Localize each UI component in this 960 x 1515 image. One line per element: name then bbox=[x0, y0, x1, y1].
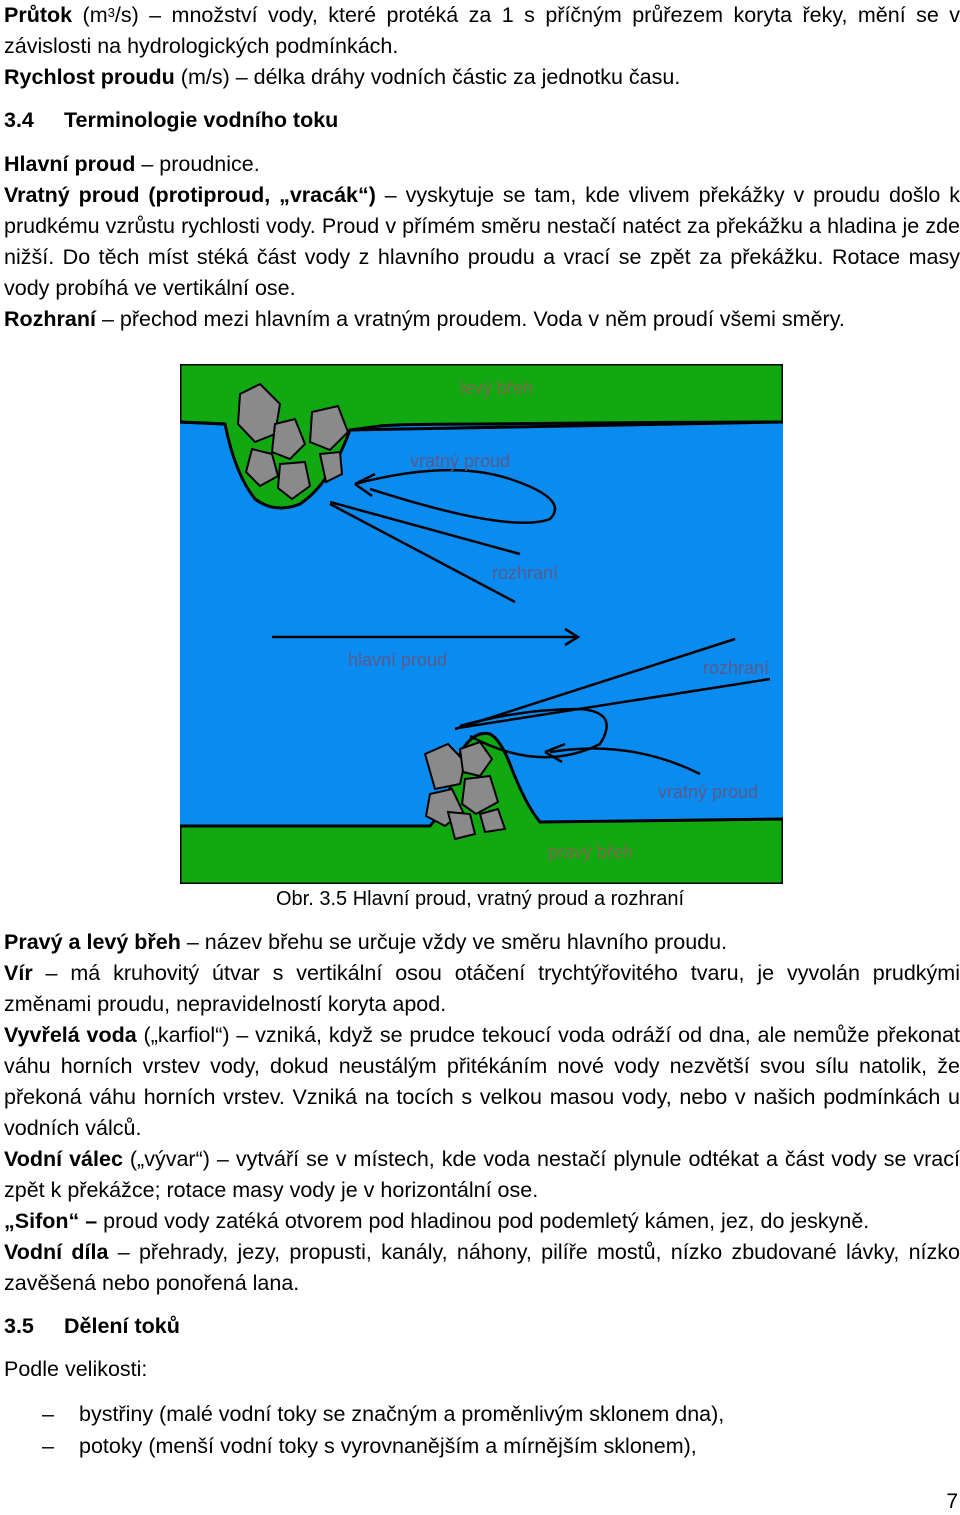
bullet-dash: – bbox=[42, 1402, 54, 1426]
prutok-text: – množství vody, které protéká za 1 s př… bbox=[4, 3, 960, 58]
main-current-arrow bbox=[272, 627, 581, 647]
prutok-paragraph: Průtok (m3/s) – množství vody, které pro… bbox=[4, 0, 960, 62]
prutok-unit-sup: 3 bbox=[107, 5, 115, 20]
sifon-paragraph: „Sifon“ – proud vody zatéká otvorem pod … bbox=[4, 1206, 960, 1237]
interface-line-top-1 bbox=[329, 500, 521, 556]
hlavni-proud-text: – proudnice. bbox=[135, 152, 260, 176]
pravy-levy-breh-paragraph: Pravý a levý břeh – název břehu se určuj… bbox=[4, 927, 960, 958]
terms-block-1: Hlavní proud – proudnice. Vratný proud (… bbox=[4, 149, 960, 335]
vyvrela-voda-paragraph: Vyvřelá voda („karfiol“) – vzniká, když … bbox=[4, 1020, 960, 1144]
interface-line-top-2 bbox=[329, 502, 516, 604]
vratny-proud-text: – vyskytuje se tam, kde vlivem překážky … bbox=[4, 183, 960, 300]
vir-text: – má kruhovitý útvar s vertikální osou o… bbox=[4, 961, 960, 1016]
list-item: – bystřiny (malé vodní toky se značným a … bbox=[4, 1398, 960, 1430]
vodni-valec-term: Vodní válec bbox=[4, 1147, 123, 1171]
terms-block-2: Pravý a levý břeh – název břehu se určuj… bbox=[4, 927, 960, 1299]
size-list: – bystřiny (malé vodní toky se značným a … bbox=[4, 1398, 960, 1462]
vodni-dila-paragraph: Vodní díla – přehrady, jezy, propusti, k… bbox=[4, 1237, 960, 1299]
vodni-dila-term: Vodní díla bbox=[4, 1240, 109, 1264]
label-rozhrani-top: rozhraní bbox=[492, 563, 558, 583]
prutok-unit-post: /s) bbox=[114, 3, 139, 27]
section-number-3-5: 3.5 bbox=[4, 1314, 34, 1338]
rozhrani-term: Rozhraní bbox=[4, 307, 96, 331]
page-number: 7 bbox=[946, 1490, 958, 1513]
sifon-text: proud vody zatéká otvorem pod hladinou p… bbox=[97, 1209, 870, 1233]
return-current-bottom-arrow bbox=[544, 742, 701, 776]
label-rozhrani-bottom: rozhraní bbox=[703, 658, 769, 678]
label-levy-breh: levý břeh bbox=[460, 378, 533, 398]
river-flow-diagram: levý břeh vratný proud rozhraní hlavní p… bbox=[180, 364, 783, 884]
hlavni-proud-paragraph: Hlavní proud – proudnice. bbox=[4, 149, 960, 180]
vodni-dila-text: – přehrady, jezy, propusti, kanály, náho… bbox=[4, 1240, 960, 1295]
rocks-top bbox=[236, 382, 350, 501]
label-pravy-breh: pravý břeh bbox=[548, 842, 633, 862]
interface-line-bottom-2 bbox=[457, 677, 771, 730]
label-vratny-proud-top: vratný proud bbox=[410, 451, 510, 471]
interface-line-bottom-1 bbox=[454, 637, 736, 731]
prutok-term: Průtok bbox=[4, 3, 73, 27]
pravy-levy-breh-term: Pravý a levý břeh bbox=[4, 930, 181, 954]
vyvrela-voda-text: („karfiol“) – vzniká, když se prudce tek… bbox=[4, 1023, 960, 1140]
size-intro: Podle velikosti: bbox=[4, 1357, 148, 1381]
hlavni-proud-term: Hlavní proud bbox=[4, 152, 136, 176]
section-heading-3-4: 3.4 Terminologie vodního toku bbox=[4, 105, 338, 136]
vratny-proud-paragraph: Vratný proud (protiproud, „vracák“) – vy… bbox=[4, 180, 960, 304]
pravy-levy-breh-text: – název břehu se určuje vždy ve směru hl… bbox=[180, 930, 728, 954]
rozhrani-paragraph: Rozhraní – přechod mezi hlavním a vratný… bbox=[4, 304, 960, 335]
return-current-bottom bbox=[459, 707, 608, 759]
rychlost-term: Rychlost proudu bbox=[4, 65, 175, 89]
list-item-text: potoky (menší vodní toky s vyrovnanějším… bbox=[79, 1434, 697, 1458]
rychlost-text: (m/s) – délka dráhy vodních částic za je… bbox=[174, 65, 681, 89]
vratny-proud-term: Vratný proud (protiproud, „vracák“) bbox=[4, 183, 376, 207]
list-item: – potoky (menší vodní toky s vyrovnanější… bbox=[4, 1430, 960, 1462]
list-item-text: bystřiny (malé vodní toky se značným a p… bbox=[79, 1402, 725, 1426]
vir-term: Vír bbox=[4, 961, 33, 985]
vir-paragraph: Vír – má kruhovitý útvar s vertikální os… bbox=[4, 958, 960, 1020]
sifon-term: „Sifon“ – bbox=[4, 1209, 98, 1233]
section-title: Terminologie vodního toku bbox=[64, 108, 339, 132]
prutok-unit: (m bbox=[72, 3, 108, 27]
section-heading-3-5: 3.5 Dělení toků bbox=[4, 1311, 180, 1342]
rychlost-paragraph: Rychlost proudu (m/s) – délka dráhy vodn… bbox=[4, 62, 960, 93]
label-vratny-proud-bottom: vratný proud bbox=[658, 782, 758, 802]
section-number: 3.4 bbox=[4, 108, 34, 132]
bullet-dash: – bbox=[42, 1434, 54, 1458]
vyvrela-voda-term: Vyvřelá voda bbox=[4, 1023, 137, 1047]
rozhrani-text: – přechod mezi hlavním a vratným proudem… bbox=[95, 307, 845, 331]
rocks-bottom bbox=[423, 740, 507, 841]
figure-caption: Obr. 3.5 Hlavní proud, vratný proud a ro… bbox=[276, 888, 684, 910]
label-hlavni-proud: hlavní proud bbox=[348, 650, 447, 670]
vodni-valec-paragraph: Vodní válec („vývar“) – vytváří se v mís… bbox=[4, 1144, 960, 1206]
vodni-valec-text: („vývar“) – vytváří se v místech, kde vo… bbox=[4, 1147, 960, 1202]
section-title-3-5: Dělení toků bbox=[64, 1314, 180, 1338]
return-current-top bbox=[354, 468, 557, 524]
